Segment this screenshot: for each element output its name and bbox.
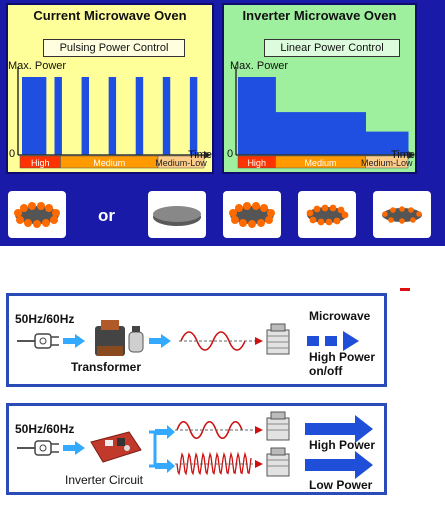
- y-axis-label: Max. Power: [230, 60, 289, 72]
- inverter-diagram: 50Hz/60Hz: [6, 403, 387, 495]
- burner-high-tile: [8, 191, 66, 238]
- inverter-board-icon: [90, 431, 142, 463]
- input-frequency-label: 50Hz/60Hz: [15, 312, 75, 326]
- y-axis-label: Max. Power: [8, 60, 67, 72]
- power-pulse-bar: [162, 77, 171, 155]
- level-label-high: High: [247, 158, 266, 168]
- power-pulse-bar: [81, 77, 90, 155]
- power-pulse-bar: [135, 77, 144, 155]
- burner-medium-icon: [306, 204, 349, 226]
- inverter-circuit-label: Inverter Circuit: [65, 473, 144, 487]
- pulsing-control-label: Pulsing Power Control: [43, 39, 185, 57]
- panel-title: Current Microwave Oven: [33, 8, 187, 23]
- split-brace-icon: [149, 430, 157, 468]
- burner-low-tile: [373, 191, 431, 238]
- level-segment-medium-low: [157, 155, 205, 169]
- magnetron-icon: [266, 323, 290, 355]
- linear-control-label: Linear Power Control: [264, 39, 400, 57]
- burner-high-tile-2: [223, 191, 281, 238]
- inverter-flow: [17, 411, 373, 479]
- dense-wave-icon: [176, 451, 252, 476]
- x-axis-arrow: [204, 151, 211, 159]
- power-pulse-bar: [108, 77, 117, 155]
- sine-wave-icon: [180, 331, 246, 351]
- x-origin-label: 0: [9, 148, 16, 160]
- power-pulse-bar: [22, 77, 47, 155]
- on-off-label: on/off: [309, 364, 343, 378]
- input-frequency-label: 50Hz/60Hz: [15, 422, 75, 436]
- level-label-medium: Medium: [304, 158, 336, 168]
- low-power-arrow-icon: [305, 451, 373, 479]
- plug-icon: [17, 440, 59, 456]
- flow-arrow-icon: [63, 334, 85, 348]
- plug-icon: [17, 333, 59, 349]
- flow-arrow-icon: [63, 441, 85, 455]
- sine-wave-icon: [176, 420, 243, 440]
- power-pulse-bar: [189, 77, 198, 155]
- power-step-2: [365, 131, 409, 155]
- transformer-diagram: 50Hz/60Hz: [6, 293, 387, 387]
- or-label: or: [98, 206, 115, 225]
- power-step-1: [275, 112, 366, 155]
- inverter-oven-panel: Inverter Microwave Oven Linear Power Con…: [222, 3, 417, 174]
- panel-title: Inverter Microwave Oven: [242, 8, 397, 23]
- magnetron-icon: [266, 447, 290, 477]
- magnetron-icon: [266, 411, 290, 441]
- x-axis-arrow: [408, 151, 415, 159]
- pulsing-power-chart: High Medium Medium-Low: [17, 67, 211, 169]
- microwave-label: Microwave: [309, 309, 371, 323]
- transformer-label: Transformer: [71, 360, 142, 374]
- power-step-0: [238, 77, 276, 155]
- burner-off-icon: [153, 206, 201, 226]
- x-axis-label: Time: [188, 149, 213, 161]
- level-segment-medium-low: [365, 155, 409, 169]
- level-label-high: High: [31, 158, 50, 168]
- level-label-medium-low: Medium-Low: [155, 158, 207, 168]
- level-label-medium-low: Medium-Low: [361, 158, 413, 168]
- level-label-medium: Medium: [93, 158, 125, 168]
- high-power-label: High Power: [309, 438, 376, 452]
- x-axis-label: Time: [391, 149, 416, 161]
- x-origin-label: 0: [227, 148, 234, 160]
- on-off-arrow-icon: [307, 331, 359, 351]
- burner-off-tile: [148, 191, 206, 238]
- high-power-label: High Power: [309, 350, 376, 364]
- power-pulse-bar: [54, 77, 62, 155]
- burner-medium-tile: [298, 191, 356, 238]
- high-power-arrow-icon: [305, 415, 373, 443]
- transformer-flow: [17, 320, 359, 356]
- flow-arrow-icon: [149, 334, 171, 348]
- red-mark: [400, 288, 410, 291]
- burner-low-icon: [382, 206, 422, 224]
- burner-high-icon: [14, 202, 60, 228]
- linear-power-chart: High Medium Medium-Low: [235, 67, 415, 169]
- transformer-icon: [95, 320, 144, 356]
- low-power-label: Low Power: [309, 478, 373, 492]
- burner-high-icon: [229, 202, 275, 228]
- current-oven-panel: Current Microwave Oven Pulsing Power Con…: [6, 3, 214, 174]
